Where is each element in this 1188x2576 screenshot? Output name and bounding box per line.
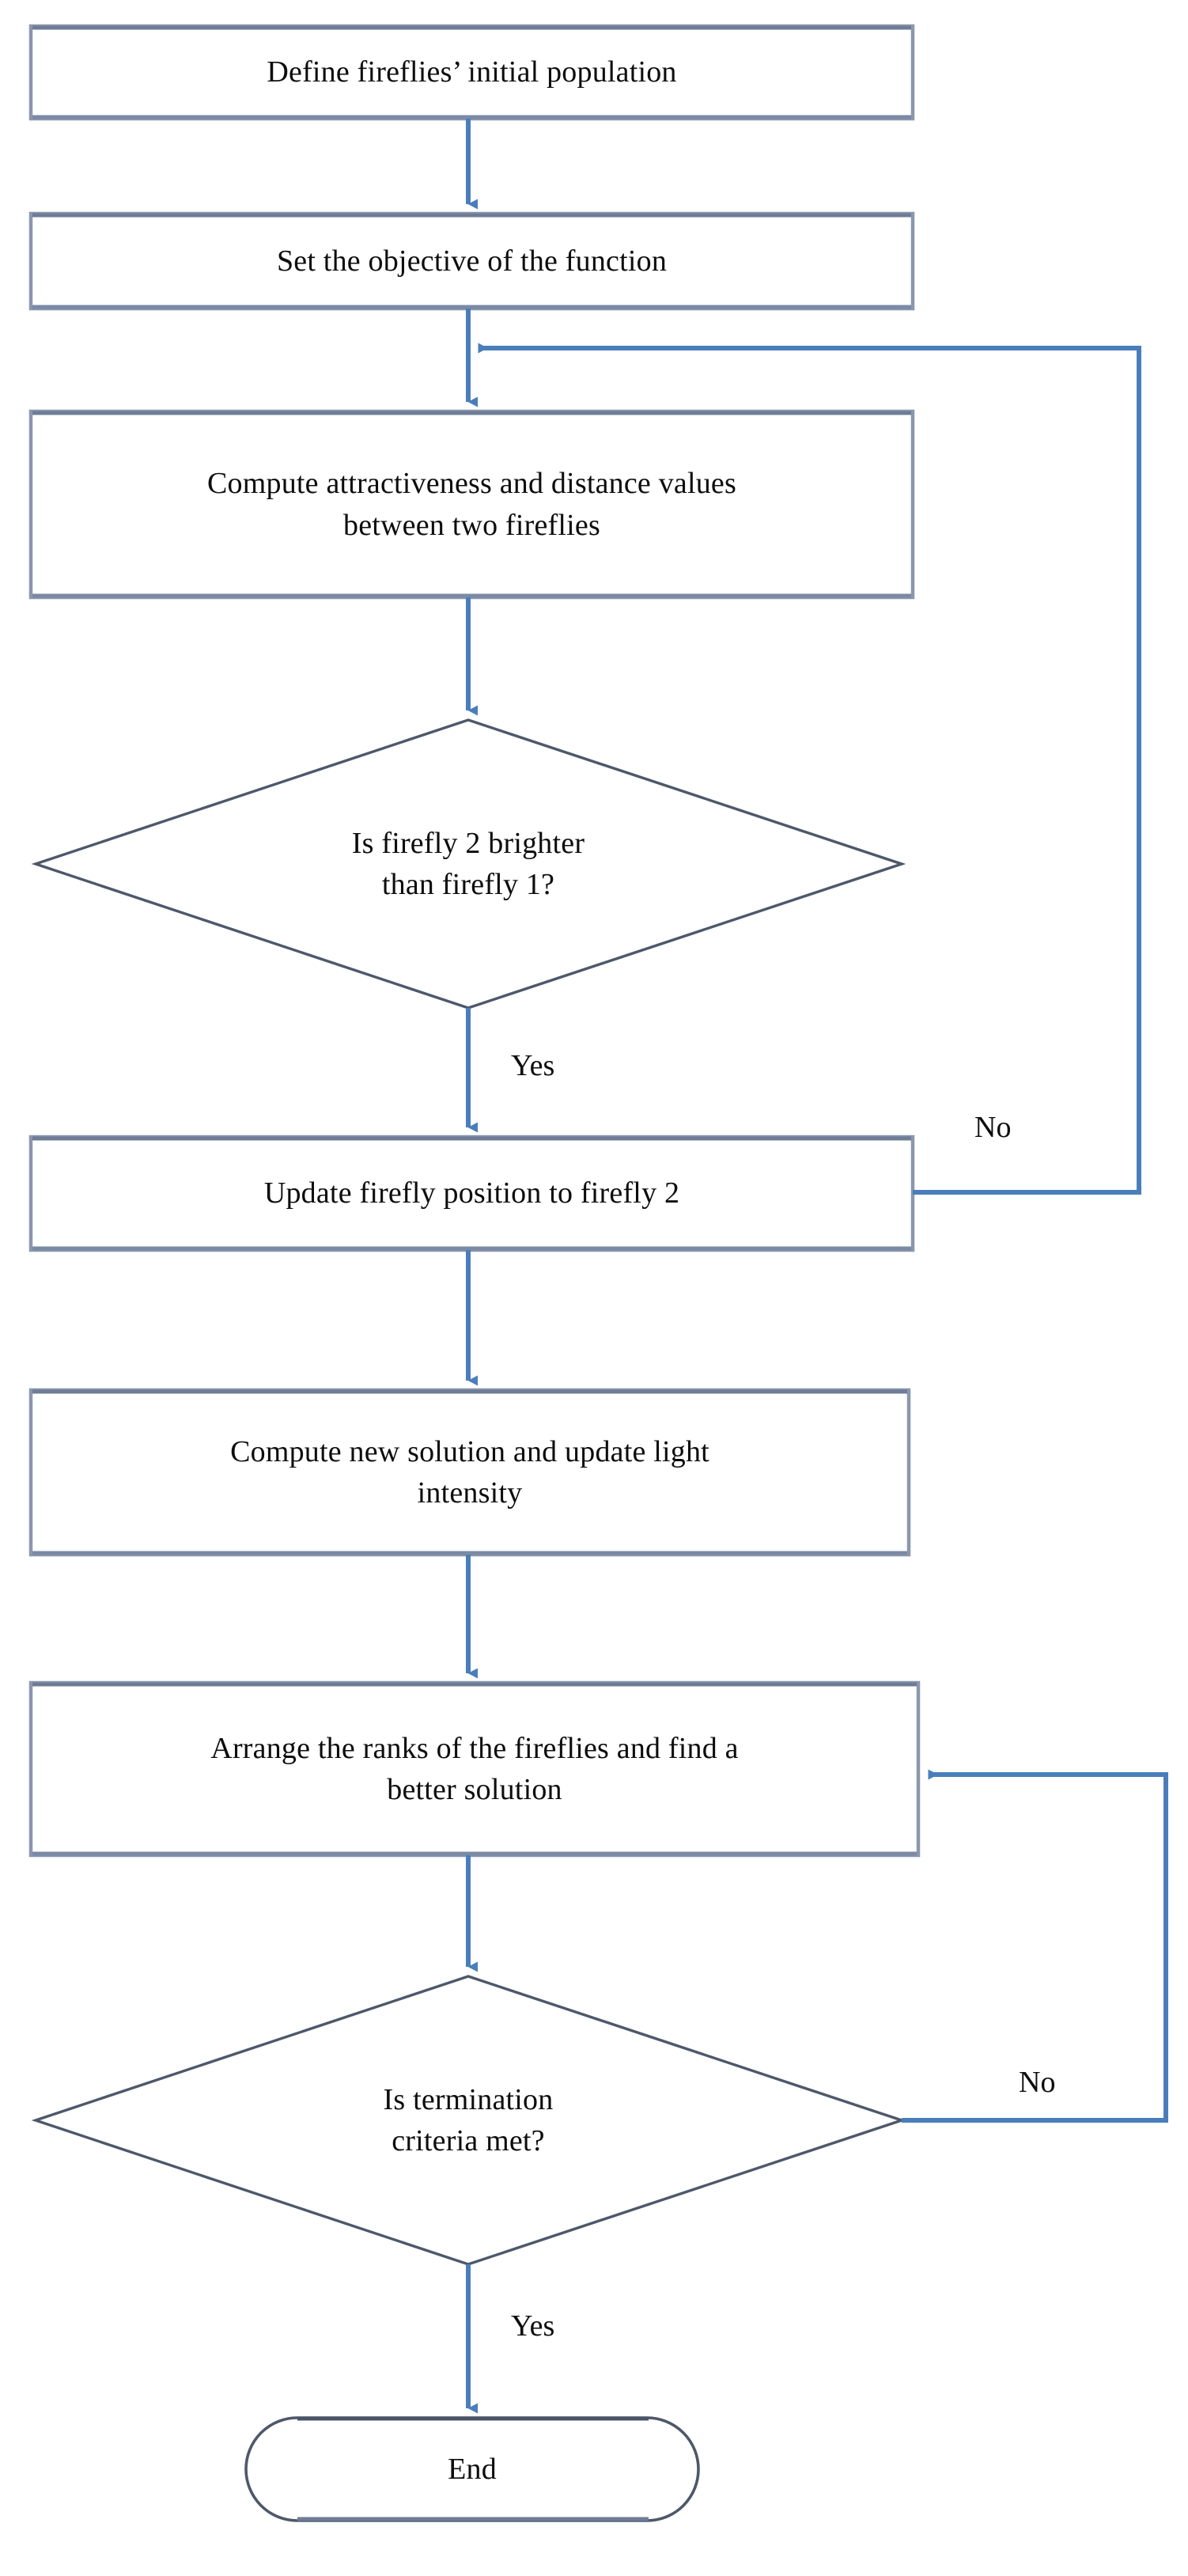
node-set-objective[interactable] xyxy=(31,214,913,309)
edge-label-yes-termination: Yes xyxy=(511,2309,555,2343)
node-compute-new-solution-shape[interactable] xyxy=(28,1388,911,1557)
node-compute-new-solution[interactable] xyxy=(31,1390,909,1555)
node-arrange-ranks-shape[interactable] xyxy=(28,1680,921,1858)
edge-no-loop-back-to-arrange xyxy=(902,1769,1168,2123)
node-define-population[interactable] xyxy=(31,26,913,119)
edge-label-no-brighter: No xyxy=(974,1111,1012,1144)
edge-label-yes-brighter: Yes xyxy=(511,1049,555,1082)
node-compute-attractiveness[interactable] xyxy=(31,411,913,597)
edge-label-no-termination: No xyxy=(1019,2066,1056,2099)
node-define-population-shape[interactable] xyxy=(28,24,915,121)
node-end-shape[interactable] xyxy=(244,2416,700,2522)
node-update-firefly-position-shape[interactable] xyxy=(28,1135,915,1252)
node-is-termination-met[interactable] xyxy=(237,2040,699,2202)
node-set-objective-shape[interactable] xyxy=(28,211,915,311)
node-arrange-ranks[interactable] xyxy=(31,1683,918,1855)
node-is-firefly2-brighter[interactable] xyxy=(237,783,699,945)
node-end[interactable] xyxy=(246,2418,698,2521)
edge-no-loop-back-to-compute xyxy=(478,343,1141,1195)
node-compute-attractiveness-shape[interactable] xyxy=(28,409,915,600)
node-update-firefly-position[interactable] xyxy=(31,1137,913,1250)
